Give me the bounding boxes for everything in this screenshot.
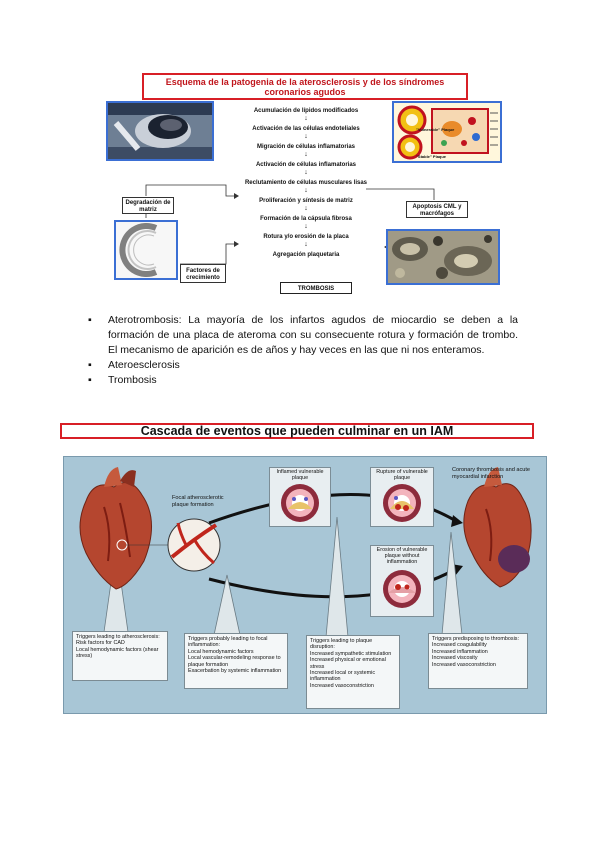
focal-plaque-caption: Focal atherosclerotic plaque formation [172, 495, 224, 508]
trigger-head: Triggers probably leading to focal infla… [188, 636, 268, 649]
pathogenesis-steps: Acumulación de lípidos modificados ↓ Act… [216, 108, 396, 259]
inset-label-vulnerable: "Vulnerable" Plaque [416, 127, 455, 132]
trigger-box-thrombosis: Triggers predisposing to thrombosis: Inc… [428, 633, 528, 689]
trigger-line: Increased sympathetic stimulation [310, 650, 392, 657]
figure1-title: Esquema de la patogenia de la ateroscler… [142, 73, 468, 100]
down-arrow-icon: ↓ [304, 151, 308, 158]
bullet-text-aterotrombosis: Aterotrombosis: La mayoría de los infart… [108, 314, 518, 356]
step-5: Reclutamiento de células musculares lisa… [244, 180, 368, 186]
step-8: Rotura y/o erosión de la placa [263, 234, 349, 240]
thrombosis-box: TROMBOSIS [280, 282, 352, 294]
bullet-text-ateroesclerosis: Ateroesclerosis [108, 359, 180, 371]
step-3: Migración de células inflamatorias [256, 144, 356, 150]
down-arrow-icon: ↓ [304, 223, 308, 230]
magnified-vessel [126, 518, 221, 572]
rupture-plaque-drawing [383, 484, 421, 522]
trigger-line: Increased inflammation [432, 648, 488, 655]
step-6: Proliferación y síntesis de matriz [259, 198, 353, 204]
trigger-head: Triggers predisposing to thrombosis: [432, 636, 519, 642]
trigger-line: Local hemodynamic factors (shear stress) [76, 646, 159, 660]
down-arrow-icon: ↓ [304, 187, 308, 194]
trigger-line: Local vascular-remodeling response to pl… [188, 655, 281, 668]
trigger-box-plaque-disruption: Triggers leading to plaque disruption: I… [306, 635, 400, 709]
inflamed-plaque-label: Inflamed vulnerable plaque [276, 469, 324, 481]
inflamed-plaque-panel: Inflamed vulnerable plaque [269, 467, 331, 527]
down-arrow-icon: ↓ [304, 169, 308, 176]
cascade-artwork [79, 467, 532, 638]
step-9: Agregación plaquetaria [272, 252, 340, 258]
trigger-line: Increased vasoconstriction [432, 661, 496, 668]
trigger-line: Increased coagulability [432, 642, 487, 649]
bullet-icon: ▪ [88, 374, 92, 386]
list-item: ▪ Ateroesclerosis [88, 358, 518, 373]
list-item: ▪ Aterotrombosis: La mayoría de los infa… [88, 313, 518, 358]
artery-photo [106, 101, 214, 161]
down-arrow-icon: ↓ [304, 205, 308, 212]
bullet-icon: ▪ [88, 314, 92, 326]
trigger-line: Exacerbation by systemic inflammation [188, 668, 282, 675]
list-item: ▪ Trombosis [88, 373, 518, 388]
plaque-illustration: "Vulnerable" Plaque "Stable" Plaque [392, 101, 502, 163]
erosion-plaque-drawing [383, 570, 421, 608]
trigger-head: Triggers leading to atherosclerosis: [76, 634, 160, 640]
trigger-line: Increased vasoconstriction [310, 682, 374, 689]
step-2: Activación de las células endoteliales [252, 126, 360, 132]
bullet-text-trombosis: Trombosis [108, 374, 157, 386]
bullet-list: ▪ Aterotrombosis: La mayoría de los infa… [88, 313, 518, 388]
step-7: Formación de la cápsula fibrosa [260, 216, 352, 222]
erosion-plaque-label: Erosion of vulnerable plaque without inf… [376, 547, 428, 565]
down-arrow-icon: ↓ [304, 115, 308, 122]
down-arrow-icon: ↓ [304, 241, 308, 248]
trigger-line: Increased local or systemic inflammation [310, 670, 376, 683]
bullet-icon: ▪ [88, 359, 92, 371]
trigger-box-focal-inflammation: Triggers probably leading to focal infla… [184, 633, 288, 689]
trigger-line: Increased viscosity [432, 655, 478, 662]
step-1: Acumulación de lípidos modificados [253, 108, 359, 114]
heart-left-icon [79, 467, 153, 590]
coronary-thrombosis-caption: Coronary thrombosis and acute myocardial… [452, 467, 531, 480]
heart-right-icon [463, 467, 532, 588]
trigger-box-atherosclerosis: Triggers leading to atherosclerosis: Ris… [72, 631, 168, 681]
down-arrow-icon: ↓ [304, 133, 308, 140]
pathogenesis-figure: Esquema de la patogenia de la ateroscler… [104, 68, 504, 308]
iam-cascade-figure: Focal atherosclerotic plaque formation C… [63, 456, 547, 714]
micrograph-photo [386, 229, 500, 285]
trigger-line: Risk factors for CAD [76, 640, 125, 647]
inset-label-stable: "Stable" Plaque [416, 154, 447, 159]
label-apoptosis: Apoptosis CML y macrófagos [406, 201, 468, 218]
figure2-title: Cascada de eventos que pueden culminar e… [60, 423, 534, 439]
label-factores-crecimiento: Factores de crecimiento [180, 264, 226, 283]
rupture-plaque-panel: Rupture of vulnerable plaque [370, 467, 434, 527]
trigger-line: Local hemodynamic factors [188, 648, 254, 655]
trigger-head: Triggers leading to plaque disruption: [310, 638, 373, 651]
label-degradacion-matriz: Degradación de matriz [122, 197, 174, 214]
trigger-line: Increased physical or emotional stress [310, 657, 386, 670]
inflamed-plaque-drawing [281, 484, 319, 522]
vessel-section-photo [114, 220, 178, 280]
erosion-plaque-panel: Erosion of vulnerable plaque without inf… [370, 545, 434, 617]
rupture-plaque-label: Rupture of vulnerable plaque [376, 469, 428, 481]
step-4: Activación de células inflamatorias [255, 162, 357, 168]
